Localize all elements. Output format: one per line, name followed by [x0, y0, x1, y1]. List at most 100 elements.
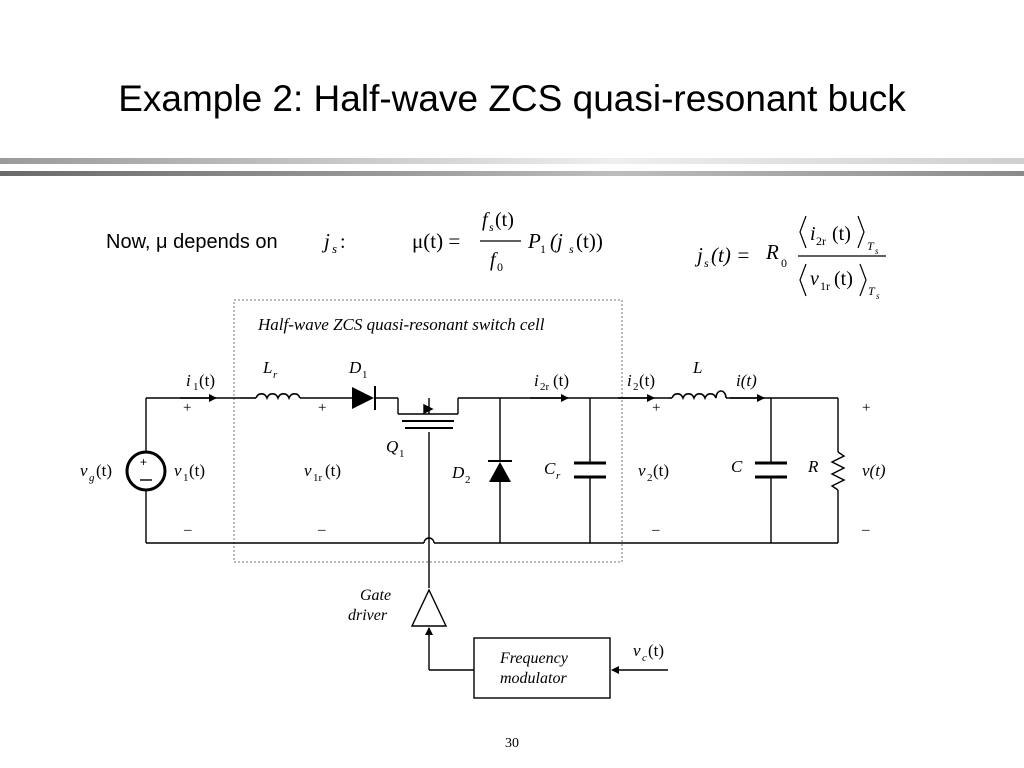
minus-v2: – — [651, 522, 660, 538]
label-v1: v — [174, 461, 182, 480]
label-d2: D — [451, 463, 465, 482]
plus-v2: + — [652, 400, 660, 416]
svg-text:s: s — [876, 291, 880, 301]
slide-title: Example 2: Half-wave ZCS quasi-resonant … — [118, 78, 906, 119]
mosfet-q1-symbol — [398, 398, 458, 429]
svg-text:2r: 2r — [816, 234, 826, 248]
svg-text:(t): (t) — [189, 461, 205, 480]
label-d1: D — [348, 358, 362, 377]
svg-text:1r: 1r — [313, 472, 323, 484]
svg-text:1: 1 — [540, 242, 546, 256]
switch-cell-box: Half-wave ZCS quasi-resonant switch cell — [233, 299, 623, 563]
svg-text:c: c — [642, 652, 647, 664]
svg-text:0: 0 — [781, 256, 787, 270]
svg-text:j: j — [694, 243, 703, 267]
frequency-modulator-block — [473, 637, 668, 699]
svg-text:1: 1 — [183, 472, 189, 484]
mu-equation: μ(t) = f s (t) f 0 P 1 (j s (t)) — [412, 209, 603, 274]
label-frequency: Frequency — [499, 650, 569, 667]
label-cr: C — [544, 459, 556, 478]
intro-statement: Now, μ depends on j s : — [106, 229, 346, 256]
gate-driver-symbol — [410, 588, 448, 636]
svg-text:0: 0 — [497, 260, 503, 274]
label-vg: v — [80, 461, 88, 480]
label-r: R — [807, 457, 819, 476]
svg-text:i: i — [810, 223, 816, 245]
svg-text:s: s — [704, 256, 709, 270]
svg-text:1r: 1r — [820, 279, 830, 293]
minus-v1: – — [183, 522, 192, 538]
svg-text:f: f — [490, 249, 498, 271]
svg-text:s: s — [489, 220, 494, 234]
label-gate: Gate — [360, 587, 391, 604]
label-i1: i — [186, 371, 191, 390]
circuit-labels: i 1 (t) L r D 1 Q 1 i 2 r (t) i 2 (t) L i… — [80, 358, 886, 687]
label-i: i(t) — [736, 371, 757, 390]
label-v2: v — [638, 461, 646, 480]
svg-text:1: 1 — [193, 381, 199, 393]
js-equation-r0: R — [766, 240, 779, 264]
svg-text:(t): (t) — [96, 461, 112, 480]
svg-text:P: P — [527, 229, 541, 253]
svg-text:2: 2 — [633, 381, 639, 393]
svg-text:Half-wave ZCS quasi-resonant s: Half-wave ZCS quasi-resonant switch cell — [257, 315, 545, 334]
svg-text:1: 1 — [399, 448, 405, 460]
title-rule-top — [0, 158, 1024, 164]
diode-d1-symbol — [352, 386, 376, 410]
svg-text:(t): (t) — [199, 371, 215, 390]
label-i2r: i — [534, 371, 539, 390]
label-lr: L — [262, 358, 272, 377]
svg-text:r: r — [273, 369, 278, 381]
svg-text:(t): (t) — [639, 371, 655, 390]
svg-text:(t): (t) — [495, 209, 514, 231]
capacitor-cr-symbol — [574, 461, 606, 479]
inductor-lr-symbol — [240, 393, 301, 401]
minus-v: – — [861, 522, 870, 538]
svg-text:r: r — [556, 470, 561, 482]
svg-text:g: g — [89, 472, 95, 484]
svg-text:T: T — [867, 239, 875, 253]
js-equation: j s (t) = 0 i 2r (t) T s v 1r (t) T s — [694, 215, 886, 301]
svg-text:(j: (j — [550, 229, 563, 253]
plus-v1r: + — [318, 400, 326, 416]
svg-text:s: s — [569, 242, 574, 256]
svg-text:(t): (t) — [553, 371, 569, 390]
svg-text:2: 2 — [465, 474, 471, 486]
circuit-wires — [145, 397, 839, 671]
minus-v1r: – — [317, 522, 326, 538]
resistor-r-symbol — [830, 451, 846, 491]
label-v1r: v — [304, 461, 312, 480]
title-rule-bottom — [0, 171, 1024, 176]
label-c: C — [731, 457, 743, 476]
svg-text:(t) =: (t) = — [711, 243, 750, 267]
label-driver: driver — [348, 607, 388, 624]
svg-text:μ(t) =: μ(t) = — [412, 229, 460, 253]
vg-source-symbol: + — [125, 450, 167, 492]
plus-v: + — [862, 400, 870, 416]
page-number: 30 — [505, 736, 519, 751]
svg-text:(t): (t) — [834, 268, 853, 290]
svg-text:j: j — [321, 229, 330, 253]
label-modulator: modulator — [500, 670, 567, 687]
label-l: L — [692, 358, 702, 377]
svg-text::: : — [340, 231, 346, 253]
label-q1: Q — [386, 437, 398, 456]
label-vc: v — [633, 641, 641, 660]
label-v: v(t) — [862, 461, 886, 480]
svg-text:1: 1 — [362, 369, 368, 381]
svg-text:(t): (t) — [648, 641, 664, 660]
label-i2: i — [627, 371, 632, 390]
svg-text:Now, μ depends on: Now, μ depends on — [106, 231, 278, 253]
svg-text:T: T — [868, 284, 876, 298]
plus-v1: + — [183, 400, 191, 416]
capacitor-c-symbol — [755, 461, 787, 479]
diode-d2-symbol — [488, 460, 512, 482]
svg-text:v: v — [810, 268, 819, 290]
svg-text:(t): (t) — [325, 461, 341, 480]
svg-text:s: s — [875, 246, 879, 256]
svg-text:+: + — [140, 455, 147, 469]
svg-text:(t): (t) — [832, 223, 851, 245]
svg-text:s: s — [332, 241, 337, 256]
svg-text:f: f — [482, 209, 490, 231]
